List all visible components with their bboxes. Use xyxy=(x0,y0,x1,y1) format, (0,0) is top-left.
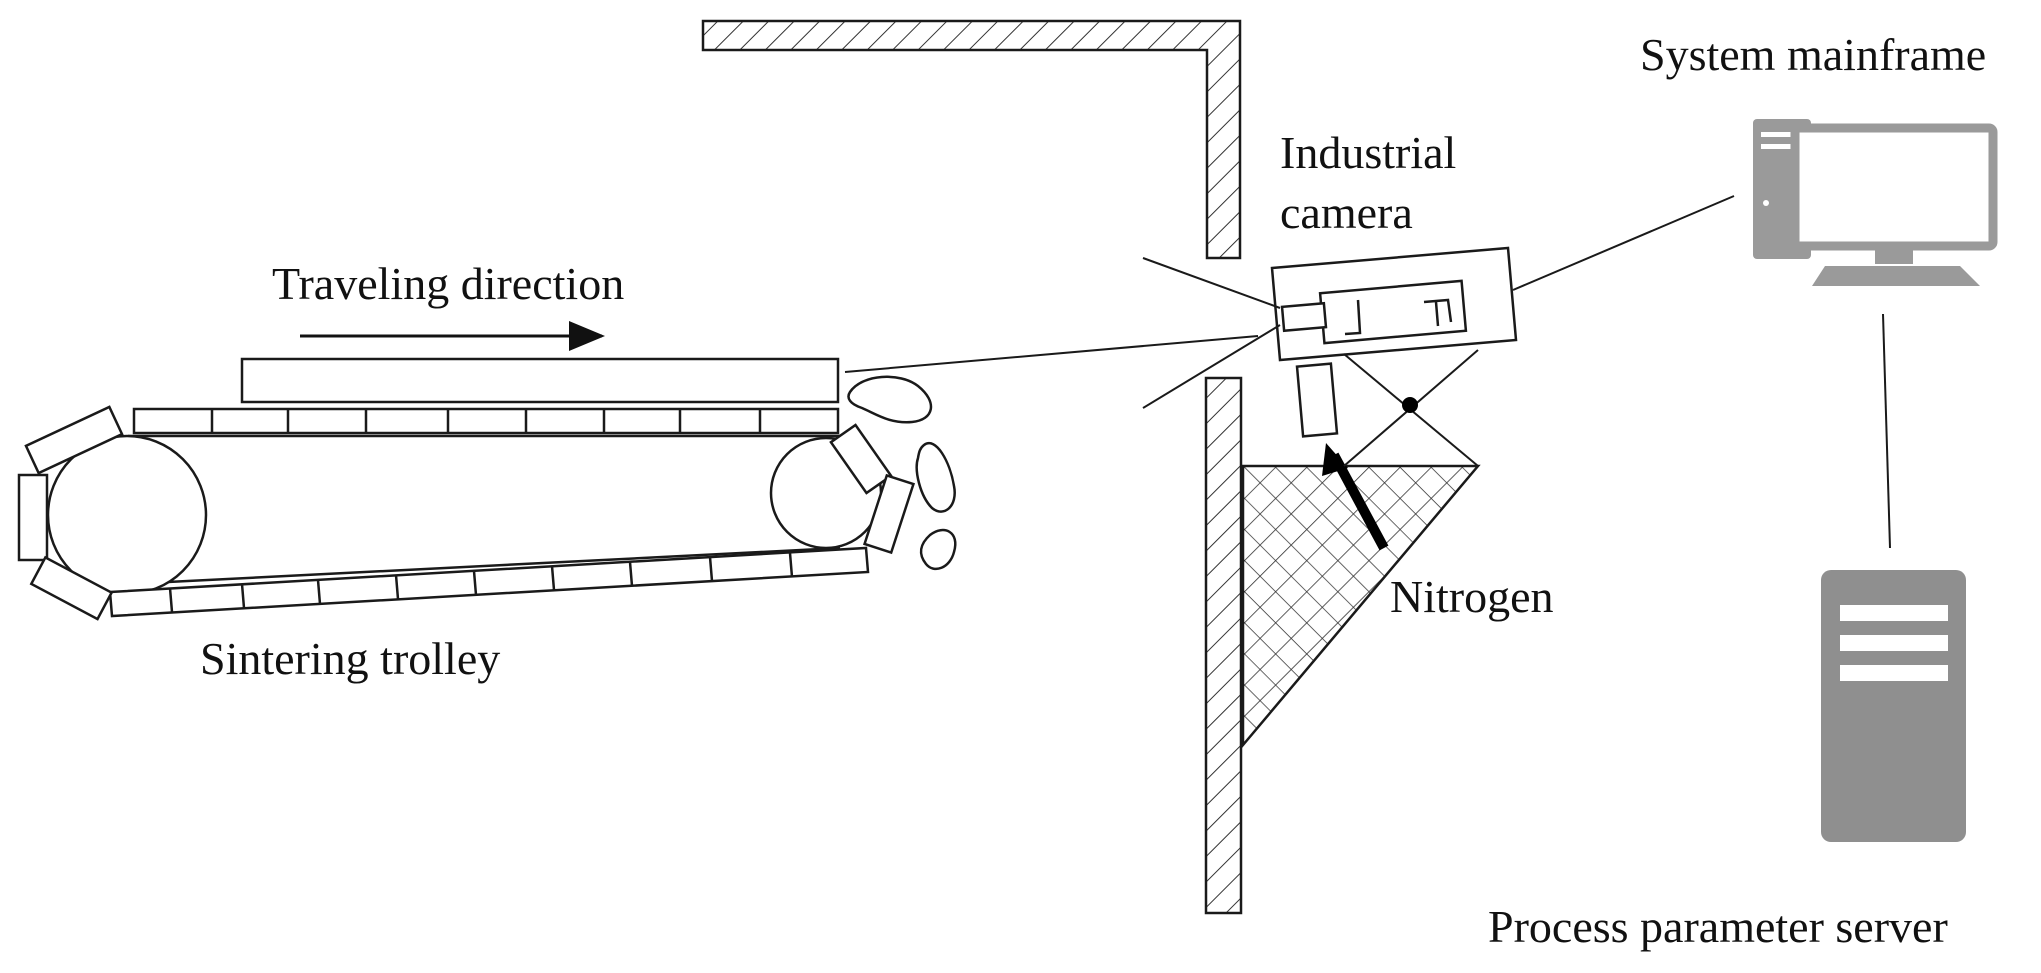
keyboard xyxy=(1812,266,1980,286)
process-parameter-server-label: Process parameter server xyxy=(1488,901,1948,952)
system-mainframe-label: System mainframe xyxy=(1640,29,1987,80)
camera-detail-left xyxy=(1344,299,1362,336)
sintering-trolley-label: Sintering trolley xyxy=(200,633,501,684)
material-bed xyxy=(240,357,840,404)
nitrogen-arrow-head xyxy=(1322,443,1348,476)
camera-lens xyxy=(1280,301,1328,333)
traveling-direction-label: Traveling direction xyxy=(272,258,625,309)
camera-to-mainframe-link xyxy=(1512,195,1735,291)
monitor-stand xyxy=(1875,246,1913,264)
nitrogen-arrow xyxy=(1329,452,1389,551)
monitor-frame xyxy=(1790,123,1998,251)
top-pallet-strip xyxy=(132,407,840,435)
left-pallet-2 xyxy=(17,473,49,562)
nitrogen-label: Nitrogen xyxy=(1390,571,1554,622)
camera-body xyxy=(1318,279,1468,345)
industrial-camera-label-line1: Industrial xyxy=(1280,127,1457,178)
camera-mount xyxy=(1295,362,1339,438)
lower-wall xyxy=(1204,376,1243,915)
belt-lower-line xyxy=(127,546,841,586)
sinter-fragments xyxy=(847,375,957,571)
industrial-camera xyxy=(1270,246,1518,438)
mainframe-to-server-link xyxy=(1882,313,1891,549)
industrial-camera-label-line2: camera xyxy=(1280,187,1413,238)
nitrogen-region xyxy=(1241,464,1481,749)
right-pallet-2 xyxy=(862,473,916,555)
upper-wall xyxy=(701,19,1242,260)
top-pallet-dividers xyxy=(210,409,762,433)
bottom-pallet-dividers xyxy=(168,552,794,613)
bottom-pallet-strip xyxy=(108,546,870,618)
right-pallet-1 xyxy=(829,423,893,495)
desktop-computer-icon xyxy=(1753,119,1998,286)
camera-detail-right xyxy=(1423,298,1453,323)
bracket-pivot xyxy=(1402,397,1418,413)
left-pallet-1 xyxy=(24,405,124,475)
camera-field-of-view xyxy=(844,257,1281,409)
sintering-trolley xyxy=(17,357,916,621)
left-pallet-3 xyxy=(29,555,114,621)
server-tower-icon xyxy=(1821,570,1966,842)
